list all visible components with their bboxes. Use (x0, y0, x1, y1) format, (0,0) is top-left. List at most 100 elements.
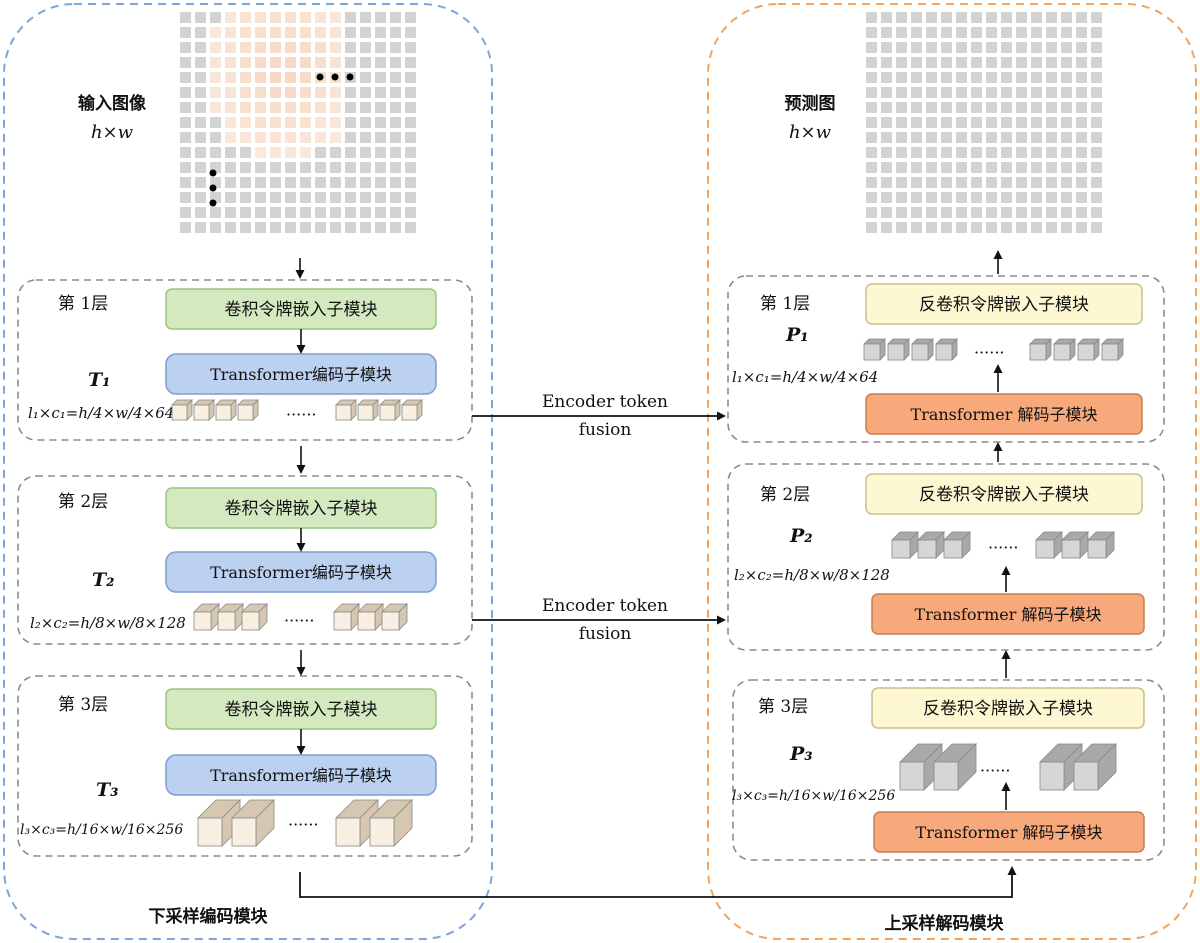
grid-cell (255, 72, 266, 83)
grid-cell (866, 132, 877, 143)
decoder-1-token-cube (1101, 338, 1124, 361)
grid-cell (300, 147, 311, 158)
grid-cell (986, 87, 997, 98)
grid-cell (330, 42, 341, 53)
grid-cell (971, 192, 982, 203)
grid-cell (956, 27, 967, 38)
decoder-2-deconv-embed-box (865, 473, 1143, 515)
grid-cell (345, 117, 356, 128)
decoder-3-transformer-box (873, 811, 1145, 853)
grid-cell (300, 207, 311, 218)
grid-cell (375, 192, 386, 203)
grid-cell (941, 87, 952, 98)
decoder-2-transformer-box (871, 593, 1145, 635)
grid-cell (896, 87, 907, 98)
grid-cell (285, 132, 296, 143)
grid-cell (390, 162, 401, 173)
grid-cell (1091, 102, 1102, 113)
encoder-3-transformer-box (165, 754, 437, 796)
grid-cell (270, 162, 281, 173)
grid-cell (195, 87, 206, 98)
decoder-2-token-cube (1087, 531, 1115, 559)
grid-cell (941, 57, 952, 68)
prediction-map-label: 预测图 (785, 93, 836, 114)
grid-cell (315, 192, 326, 203)
decoder-token-p3-formula: l₃×c₃=h/16×w/16×256 (732, 788, 895, 804)
encoder-3-token-cube (335, 799, 379, 847)
grid-cell (225, 162, 236, 173)
grid-cell (360, 207, 371, 218)
grid-cell (240, 117, 251, 128)
grid-cell (225, 132, 236, 143)
grid-cell (926, 42, 937, 53)
grid-cell (255, 27, 266, 38)
grid-cell (1091, 162, 1102, 173)
grid-cell (270, 117, 281, 128)
grid-cell (405, 72, 416, 83)
grid-cell (1046, 117, 1057, 128)
grid-cell (1061, 162, 1072, 173)
grid-cell (180, 192, 191, 203)
grid-cell (1001, 117, 1012, 128)
grid-cell (180, 57, 191, 68)
grid-cell (896, 132, 907, 143)
grid-cell (986, 177, 997, 188)
grid-cell (1076, 192, 1087, 203)
grid-cell (971, 162, 982, 173)
grid-cell (941, 177, 952, 188)
grid-cell (926, 132, 937, 143)
encoder-panel (3, 3, 493, 940)
grid-cell (911, 177, 922, 188)
grid-cell (180, 42, 191, 53)
grid-cell (1031, 42, 1042, 53)
decoder-3-token-cube (1073, 743, 1117, 791)
decoder-token-p1-label: P₁ (785, 324, 809, 346)
grid-cell (1001, 27, 1012, 38)
grid-cell (866, 177, 877, 188)
decoder-2-transformer-label: Transformer 解码子模块 (915, 605, 1102, 624)
grid-cell (941, 117, 952, 128)
grid-cell (270, 192, 281, 203)
grid-cell (1061, 57, 1072, 68)
grid-cell (956, 222, 967, 233)
grid-cell (926, 12, 937, 23)
grid-cell (375, 87, 386, 98)
encoder-token-t2-formula: l₂×c₂=h/8×w/8×128 (30, 614, 186, 632)
grid-cell (911, 12, 922, 23)
grid-cell (255, 87, 266, 98)
grid-cell (360, 162, 371, 173)
grid-cell (866, 42, 877, 53)
grid-cell (1016, 57, 1027, 68)
grid-cell (225, 192, 236, 203)
grid-cell (390, 57, 401, 68)
grid-cell (270, 207, 281, 218)
grid-cell (405, 117, 416, 128)
grid-cell (1001, 87, 1012, 98)
grid-cell (1091, 177, 1102, 188)
grid-cell (240, 132, 251, 143)
grid-cell (225, 177, 236, 188)
grid-cell (240, 72, 251, 83)
grid-cell (270, 57, 281, 68)
grid-cell (1016, 192, 1027, 203)
grid-cell (1061, 147, 1072, 158)
grid-cell (315, 87, 326, 98)
grid-cell (210, 57, 221, 68)
grid-cell (285, 42, 296, 53)
grid-cell (315, 132, 326, 143)
grid-cell (300, 12, 311, 23)
grid-cell (911, 117, 922, 128)
grid-cell (941, 72, 952, 83)
grid-cell (1001, 102, 1012, 113)
grid-cell (270, 132, 281, 143)
grid-cell (255, 57, 266, 68)
grid-cell (345, 12, 356, 23)
grid-cell (375, 147, 386, 158)
grid-cell (210, 117, 221, 128)
decoder-2-token-cube (1061, 531, 1089, 559)
decoder-3-deconv-embed-label: 反卷积令牌嵌入子模块 (923, 699, 1093, 719)
grid-cell (270, 222, 281, 233)
encoder-2-token-cube (193, 603, 220, 631)
decoder-1-deconv-embed-box (865, 283, 1143, 325)
grid-cell (210, 162, 221, 173)
